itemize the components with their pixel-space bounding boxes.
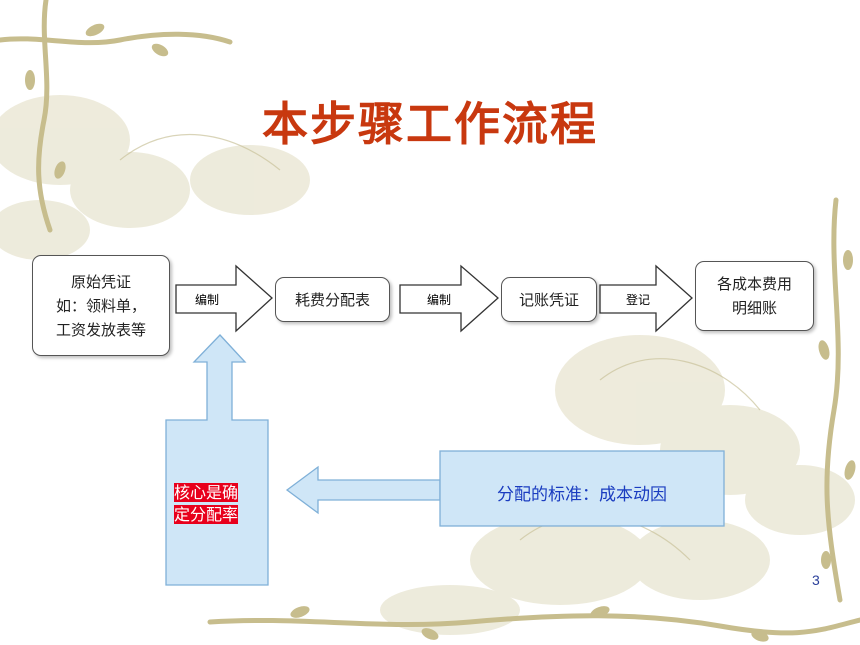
core-line-1: 核心是确: [174, 483, 239, 502]
step3-label: 登记: [626, 293, 651, 307]
source-voucher-line-3: 工资发放表等: [55, 320, 146, 339]
allocation-table-label: 耗费分配表: [294, 290, 370, 309]
standard-callout-box: [439, 450, 725, 527]
standard-callout-arrow: [285, 465, 441, 515]
ledger-line-2: 明细账: [731, 299, 777, 317]
source-voucher-line-1: 原始凭证: [70, 272, 131, 291]
slide-title: 本步骤工作流程: [262, 97, 598, 151]
ledger-box: 各成本费用 明细账: [695, 261, 814, 331]
core-callout-text: 核心是确 定分配率: [174, 482, 264, 526]
core-line-2: 定分配率: [174, 505, 239, 524]
arrow-step3: [599, 264, 693, 333]
standard-callout-text: 分配的标准：成本动因: [497, 485, 667, 505]
core-callout-shape: [165, 334, 269, 586]
step2-label: 编制: [427, 293, 452, 307]
voucher-label: 记账凭证: [518, 290, 579, 309]
allocation-table-box: 耗费分配表: [275, 277, 390, 322]
source-voucher-line-2: 如：领料单，: [55, 296, 146, 315]
ledger-line-1: 各成本费用: [716, 275, 792, 293]
page-number: 3: [812, 572, 820, 588]
arrow-step1: [175, 264, 273, 333]
arrow-step2: [399, 264, 499, 333]
step1-label: 编制: [195, 293, 220, 307]
source-voucher-box: 原始凭证 如：领料单， 工资发放表等: [32, 255, 170, 356]
voucher-box: 记账凭证: [501, 277, 597, 322]
